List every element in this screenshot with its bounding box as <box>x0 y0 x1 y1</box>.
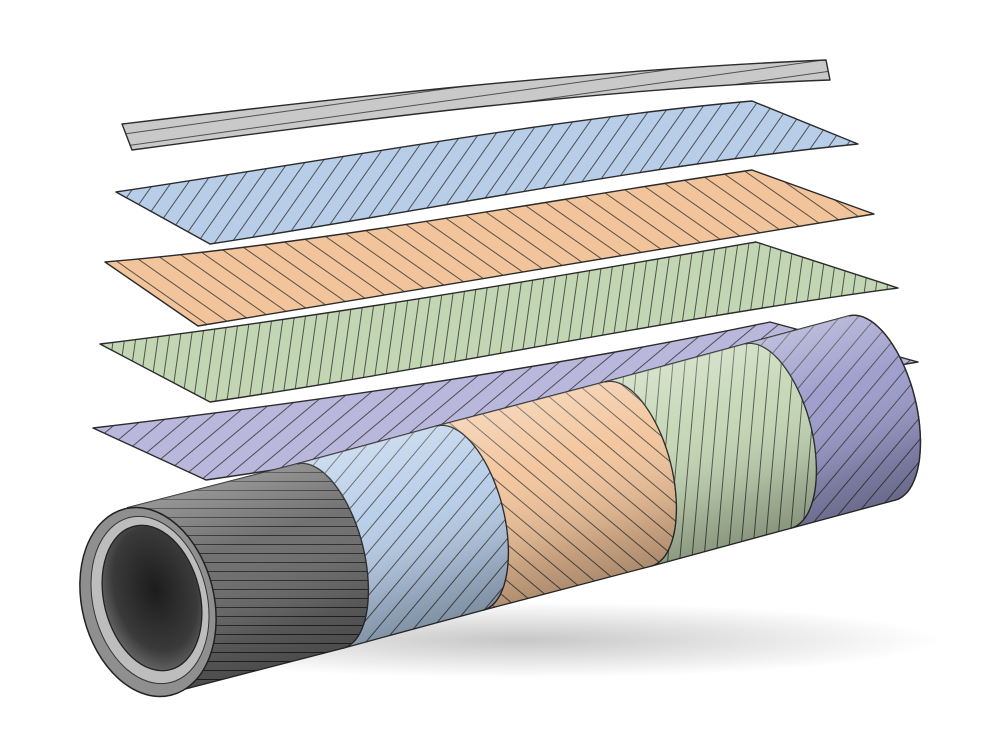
tube-band-green <box>604 342 818 567</box>
ply-2-sheet <box>115 100 859 245</box>
composite-tube <box>79 314 940 698</box>
tube-bands <box>126 314 922 693</box>
tube-bore <box>101 524 203 672</box>
tube-far-edge <box>848 314 922 501</box>
tube-band-blue <box>296 424 510 649</box>
ply-3-sheet <box>104 169 875 327</box>
tube-band-core <box>126 462 370 693</box>
tube-band-purple <box>744 314 922 529</box>
tube-band-orange <box>436 380 678 611</box>
ply-4-sheet <box>99 241 899 403</box>
tube-end-face <box>79 506 217 698</box>
ply-1-sheet <box>121 59 831 151</box>
